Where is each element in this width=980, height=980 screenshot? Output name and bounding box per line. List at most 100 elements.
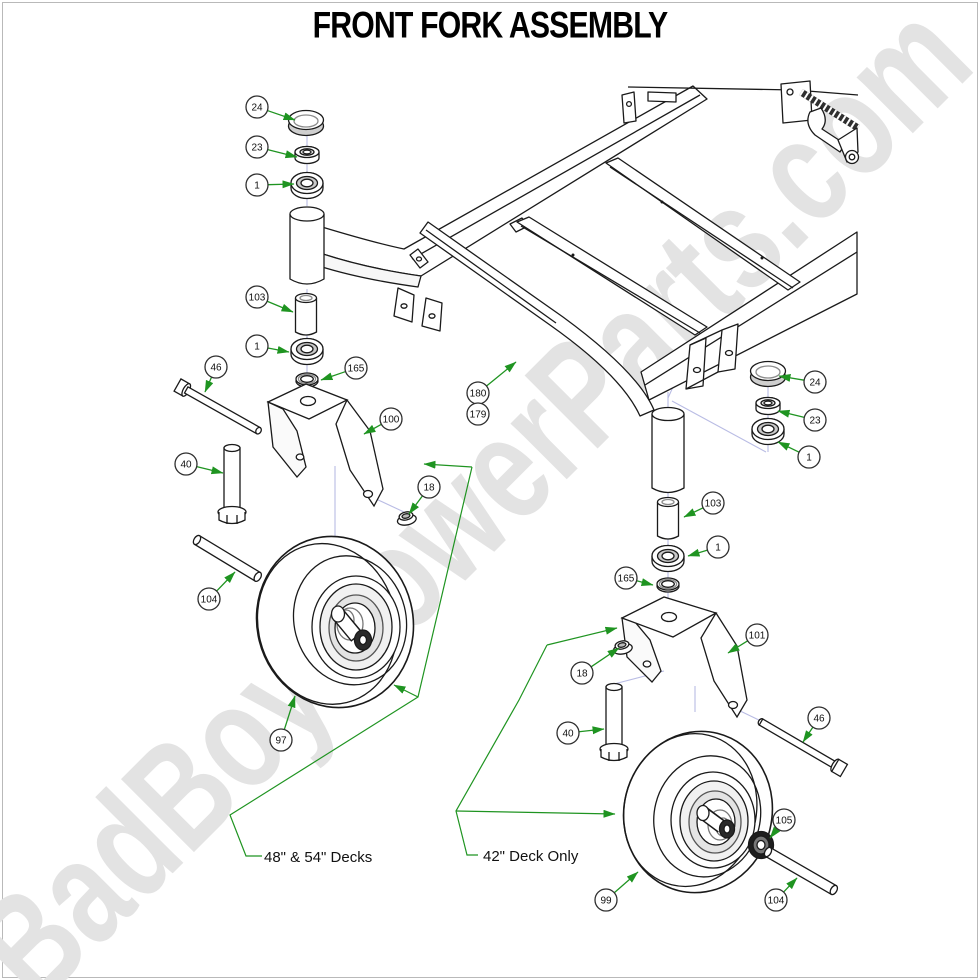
washer-165-left [295, 372, 319, 388]
callout-balloon [245, 334, 269, 358]
bearing-1-right-upper [751, 417, 785, 446]
leader-line [455, 644, 548, 856]
axle-104-left [192, 534, 263, 582]
callout-balloon [745, 623, 769, 647]
callout-arrow [683, 507, 704, 518]
callout-number: 24 [809, 378, 821, 389]
callout-arrow [408, 495, 423, 515]
callout-105: 105 [769, 808, 796, 839]
callout-arrow [267, 109, 296, 121]
leader-arrow [393, 684, 419, 698]
callout-103: 103 [245, 285, 294, 313]
deck-labels: 48" & 54" Decks 42" Deck Only [264, 848, 579, 866]
leader-arrow [546, 626, 618, 646]
bolt-46-right [757, 718, 849, 778]
callout-balloon [197, 587, 221, 611]
callout-balloon [556, 721, 580, 745]
bolt-40-left [217, 443, 247, 525]
callout-24: 24 [245, 95, 296, 121]
callout-balloon [772, 808, 796, 832]
callout-number: 1 [715, 543, 721, 554]
leader-line [229, 466, 473, 857]
callout-arrow [267, 345, 290, 354]
wheel-97 [255, 535, 415, 709]
callout-number: 105 [776, 816, 793, 827]
callout-number: 165 [348, 364, 365, 375]
bearing-1-right-lower [651, 544, 685, 573]
callout-arrow [320, 370, 346, 381]
callout-23: 23 [777, 408, 827, 432]
dust-cap-24-left [287, 109, 325, 137]
callout-arrow [687, 548, 708, 557]
callout-103: 103 [683, 491, 725, 518]
washer-165-right [656, 577, 680, 593]
callout-165: 165 [320, 356, 368, 381]
callout-1: 1 [777, 441, 821, 469]
callout-balloon [204, 355, 228, 379]
callout-balloon [807, 706, 831, 730]
callout-number: 40 [562, 729, 574, 740]
callout-number: 179 [470, 410, 487, 421]
callout-balloon [803, 370, 827, 394]
callout-number: 23 [809, 416, 821, 427]
callout-balloon [706, 535, 730, 559]
callout-number: 23 [251, 143, 263, 154]
callout-balloon [245, 95, 269, 119]
spacer-103-right [656, 496, 680, 540]
bearing-1-left-lower [290, 337, 324, 366]
callout-46: 46 [204, 355, 228, 393]
deck-label: 48" & 54" Decks [264, 849, 372, 866]
callout-balloon [466, 402, 490, 426]
callout-40: 40 [174, 452, 224, 476]
flange-nut-18-left [396, 511, 417, 526]
deck-frame [289, 80, 860, 494]
callout-165: 165 [614, 566, 654, 590]
callout-23: 23 [245, 135, 298, 159]
callout-number: 46 [210, 363, 222, 374]
bearing-105 [747, 830, 775, 860]
callout-number: 18 [423, 483, 435, 494]
callout-number: 46 [813, 714, 825, 725]
callout-arrow [266, 300, 294, 313]
callout-balloon [614, 566, 638, 590]
callout-number: 40 [180, 460, 192, 471]
deck-leader-lines [229, 460, 618, 857]
callout-number: 103 [705, 499, 722, 510]
callout-number: 180 [470, 389, 487, 400]
spacer-103-left [294, 292, 318, 336]
callout-18: 18 [408, 475, 441, 515]
callout-number: 103 [249, 293, 266, 304]
callout-arrow [769, 826, 781, 839]
callout-balloon [174, 452, 198, 476]
page-title: FRONT FORK ASSEMBLY [312, 3, 669, 46]
callout-arrow [283, 695, 296, 730]
callout-number: 18 [576, 669, 588, 680]
bolt-46-left [173, 378, 262, 435]
right-parts [599, 360, 849, 896]
callout-balloon [570, 661, 594, 685]
callout-balloon [797, 445, 821, 469]
callout-balloon [594, 888, 618, 912]
fork-bracket-101 [620, 596, 748, 719]
callout-arrow [727, 640, 748, 654]
callout-arrow [578, 726, 605, 735]
callout-balloon [245, 173, 269, 197]
axle-104-right [763, 846, 839, 896]
nut-23-right [755, 396, 781, 416]
callout-balloon [245, 285, 269, 309]
callout-arrow [590, 647, 620, 668]
dust-cap-24-right [749, 360, 787, 388]
callout-balloon [803, 408, 827, 432]
callout-number: 1 [806, 453, 812, 464]
callout-arrow [777, 409, 805, 419]
callout-24: 24 [778, 370, 827, 394]
callout-number: 24 [251, 103, 263, 114]
callout-180: 180 [466, 361, 517, 405]
callout-arrow [267, 149, 298, 159]
deck-label: 42" Deck Only [483, 848, 579, 865]
leader-arrow [423, 460, 473, 469]
callout-arrow [613, 871, 639, 894]
fork-bracket-100 [266, 383, 384, 508]
